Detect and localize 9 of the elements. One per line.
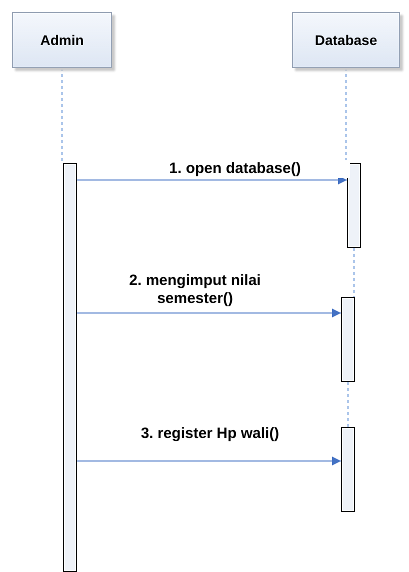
activation-bar	[347, 163, 361, 248]
activation-bar	[341, 297, 355, 382]
message-arrow	[76, 308, 342, 318]
activation-bar	[63, 163, 77, 572]
message-arrow	[76, 456, 342, 466]
lifeline-head-box: Admin	[12, 12, 112, 68]
message-arrow	[76, 176, 348, 184]
lifeline-head-box: Database	[292, 12, 400, 68]
activation-bar	[341, 427, 355, 512]
